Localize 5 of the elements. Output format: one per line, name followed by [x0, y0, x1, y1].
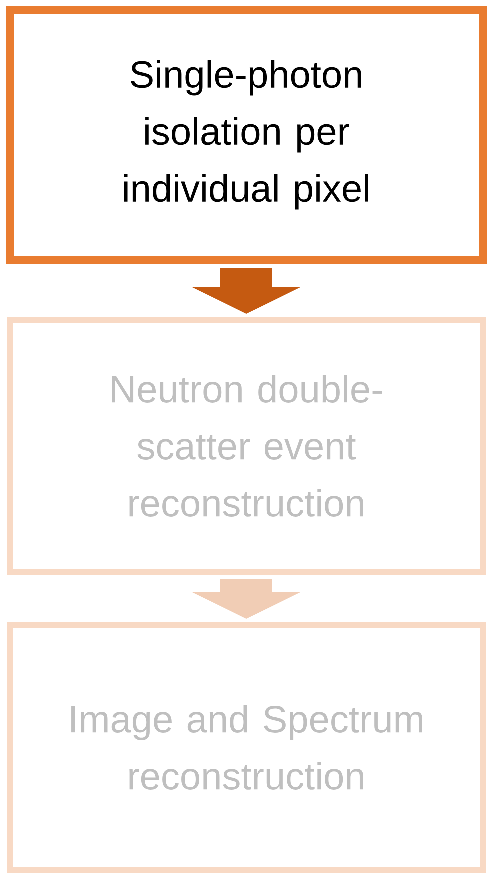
process-box: Neutron double-scatter event reconstruction — [7, 317, 486, 575]
block-arrow — [192, 268, 302, 314]
process-box: Image and Spectrum reconstruction — [7, 622, 486, 873]
process-box: Single-photon isolation per individual pixel — [6, 6, 487, 264]
block-arrow — [192, 579, 302, 619]
